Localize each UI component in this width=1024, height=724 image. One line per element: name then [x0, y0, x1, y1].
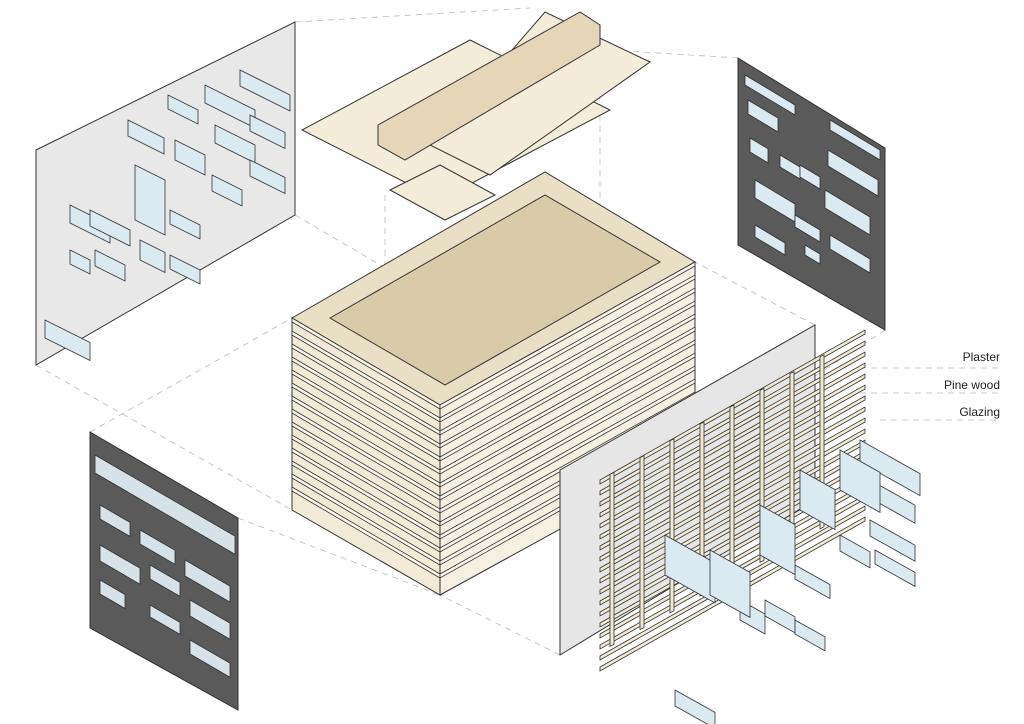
- window: [69, 249, 91, 275]
- window: [744, 74, 796, 116]
- legend-pine-wood: Pine wood: [943, 378, 1000, 392]
- window: [189, 639, 231, 678]
- roof-plates: [300, 11, 651, 221]
- wood-post: [789, 370, 795, 547]
- window: [94, 454, 236, 555]
- left-plaster-facade: [35, 21, 296, 366]
- legend-glazing: Glazing: [959, 405, 1000, 419]
- wood-slat: [439, 313, 696, 462]
- window: [829, 119, 881, 161]
- wood-slat: [439, 365, 696, 514]
- lower-left-dark-facade: [89, 431, 239, 711]
- glazing-pane: [839, 449, 881, 514]
- window: [149, 604, 181, 636]
- window: [804, 244, 821, 265]
- glazing-pane: [794, 619, 826, 652]
- wood-post: [609, 471, 615, 648]
- window: [824, 189, 871, 236]
- window: [827, 149, 879, 197]
- window: [184, 559, 231, 603]
- glazing-pane: [709, 549, 751, 619]
- window: [249, 114, 286, 150]
- window: [749, 137, 769, 164]
- wood-slat: [439, 287, 696, 436]
- window: [134, 164, 166, 236]
- window: [189, 599, 231, 640]
- window: [167, 94, 199, 125]
- wood-slat: [439, 339, 696, 488]
- window: [211, 174, 243, 207]
- window: [249, 159, 286, 195]
- wood-slat: [439, 300, 696, 449]
- legend-plaster: Plaster: [962, 350, 1000, 364]
- glazing-pane: [869, 519, 916, 562]
- window: [169, 209, 201, 240]
- window: [89, 209, 131, 247]
- wood-post: [729, 404, 735, 580]
- window: [139, 529, 176, 565]
- window: [94, 249, 126, 282]
- window: [169, 254, 201, 285]
- glazing-pane: [664, 534, 716, 604]
- window: [239, 69, 291, 112]
- window: [149, 564, 181, 598]
- window: [747, 99, 779, 133]
- wood-slat: [439, 352, 696, 501]
- right-dark-facade: [737, 57, 886, 331]
- window: [754, 224, 786, 256]
- wood-slat: [439, 326, 696, 475]
- glazing-pane: [759, 504, 796, 576]
- window: [794, 214, 821, 243]
- glazing-pane: [794, 564, 831, 600]
- wood-slat: [439, 378, 696, 527]
- window: [779, 154, 801, 180]
- window: [99, 544, 141, 585]
- window: [139, 239, 166, 274]
- window: [99, 504, 131, 538]
- wood-slat: [439, 274, 696, 423]
- window: [44, 319, 91, 362]
- window: [799, 164, 821, 190]
- glazing-pane: [839, 534, 871, 569]
- exploded-right-facade: [559, 324, 921, 724]
- wood-post: [669, 438, 675, 614]
- window: [99, 579, 126, 610]
- glazing-pane: [799, 469, 836, 531]
- wood-post: [639, 454, 645, 631]
- window: [174, 139, 206, 176]
- window: [127, 119, 165, 155]
- glazing-pane: [674, 689, 716, 724]
- glazing-pane: [874, 549, 916, 588]
- glazing-pane: [859, 439, 921, 497]
- wood-slat: [439, 261, 696, 410]
- window: [829, 234, 871, 274]
- glazing-pane: [764, 599, 796, 634]
